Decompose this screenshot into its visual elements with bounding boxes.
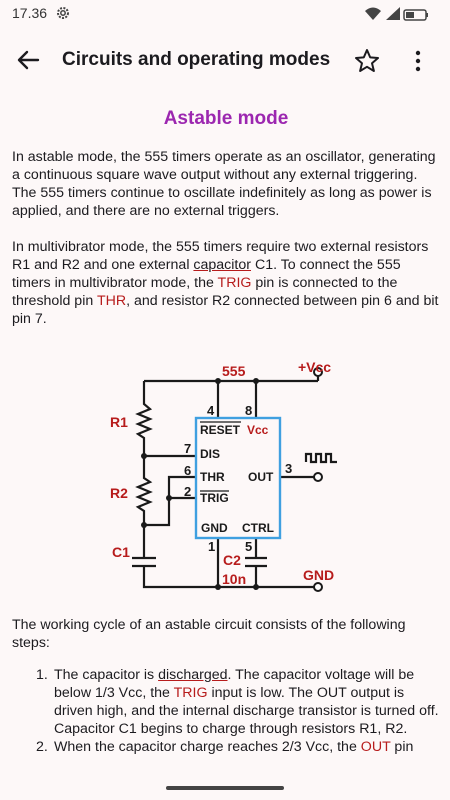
pin-number: 7 <box>184 441 191 456</box>
pin-number: 1 <box>208 539 215 554</box>
text: When the capacitor charge reaches 2/3 Vc… <box>54 739 361 755</box>
text: . The capacitor voltage will be below 1/… <box>54 667 415 701</box>
content: Astable mode In astable mode, the 555 ti… <box>12 104 440 328</box>
astable-circuit-diagram: 555 +Vcc GND R1 R2 C1 C2 10n Vcc 4 8 7 6… <box>100 359 350 600</box>
vcc-label: +Vcc <box>298 360 331 375</box>
out-terminal <box>313 472 323 482</box>
paragraph-working-cycle: The working cycle of an astable circuit … <box>12 617 406 651</box>
thr-pin-label: THR <box>200 470 225 484</box>
text: In multivibrator mode, the 555 timers re… <box>12 239 429 273</box>
r1-label: R1 <box>110 414 128 430</box>
list-item: 1. The capacitor is discharged. The capa… <box>36 666 440 738</box>
more-options-icon[interactable] <box>408 47 428 75</box>
c1-label: C1 <box>112 544 130 560</box>
text: capacitor <box>193 257 251 273</box>
status-bar: 17.36 <box>0 0 450 28</box>
paragraph-intro: In astable mode, the 555 timers operate … <box>12 149 436 219</box>
gnd-pin-label: GND <box>201 521 228 535</box>
section-heading: Astable mode <box>163 108 289 129</box>
ic-555-body <box>194 416 282 540</box>
reset-pin-label: RESET <box>200 423 241 437</box>
step-number: 2. <box>36 739 48 755</box>
r2-label: R2 <box>110 485 128 501</box>
dis-pin-label: DIS <box>200 447 220 461</box>
pin-number: 3 <box>285 461 292 476</box>
wifi-icon <box>365 7 381 20</box>
text: The capacitor is <box>54 667 159 683</box>
c2-value: 10n <box>222 571 246 587</box>
vcc-terminal <box>313 367 323 377</box>
text: C1. To connect the 555 timers in multivi… <box>12 257 401 291</box>
list-item: 2. When the capacitor charge reaches 2/3… <box>36 738 440 756</box>
pin-number: 5 <box>245 539 252 554</box>
trig-link[interactable]: TRIG <box>173 685 208 701</box>
favorite-star-icon[interactable] <box>353 47 381 75</box>
settings-gear-icon <box>55 5 71 26</box>
chip-label: 555 <box>222 363 246 379</box>
text: , and resistor R2 connected between pin … <box>12 293 439 327</box>
out-link[interactable]: OUT <box>360 739 391 755</box>
text: discharged <box>158 667 228 683</box>
page-title: Circuits and operating modes <box>62 49 331 70</box>
c2-label: C2 <box>223 552 241 568</box>
gesture-nav-handle[interactable] <box>166 786 284 790</box>
steps-list: 1. The capacitor is discharged. The capa… <box>36 666 440 756</box>
vcc-pin-label: Vcc <box>247 423 269 437</box>
out-pin-label: OUT <box>248 470 274 484</box>
thr-link[interactable]: THR <box>96 293 127 309</box>
signal-icon <box>386 7 400 20</box>
gnd-label: GND <box>303 567 334 583</box>
pin-number: 8 <box>245 403 252 418</box>
trig-link[interactable]: TRIG <box>217 275 252 291</box>
text: pin is connected to the threshold pin <box>12 275 398 309</box>
pin-number: 6 <box>184 463 191 478</box>
gnd-terminal <box>313 582 323 592</box>
ctrl-pin-label: CTRL <box>242 521 274 535</box>
status-icons <box>364 6 438 27</box>
trig-pin-label: TRIG <box>200 491 229 505</box>
step-number: 1. <box>36 667 48 683</box>
back-arrow-icon[interactable] <box>14 46 42 74</box>
pin-number: 4 <box>207 403 215 418</box>
battery-icon <box>403 9 428 21</box>
app-bar: Circuits and operating modes <box>0 28 450 92</box>
pin-number: 2 <box>184 484 191 499</box>
paragraph-multivibrator: In multivibrator mode, the 555 timers re… <box>12 238 440 328</box>
status-time: 17.36 <box>12 5 48 21</box>
text: pin <box>390 739 414 755</box>
text: input is low. The OUT output is driven h… <box>54 685 439 737</box>
